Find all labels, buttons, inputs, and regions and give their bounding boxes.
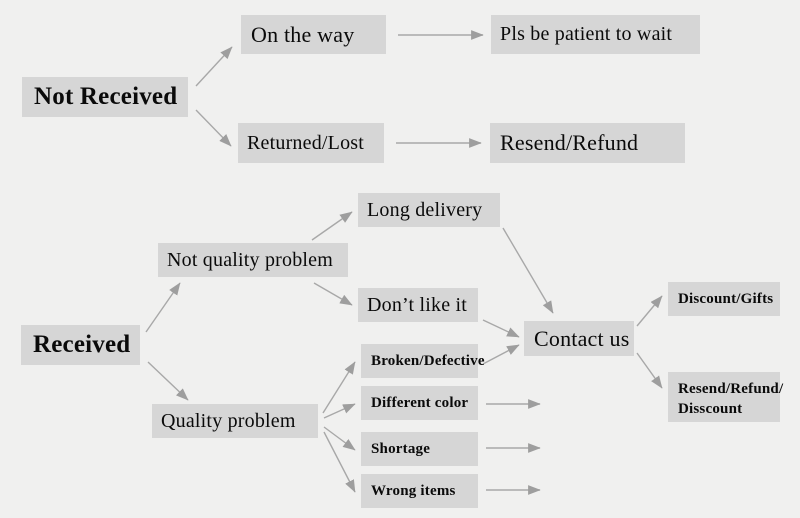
node-resend_refund[interactable]: Resend/Refund: [490, 123, 685, 163]
node-wrong_items[interactable]: Wrong items: [361, 474, 478, 508]
e-long-delivery-contact-arrow-icon: [502, 227, 554, 314]
node-contact_us[interactable]: Contact us: [524, 321, 634, 356]
node-returned_lost[interactable]: Returned/Lost: [238, 123, 384, 163]
e-quality-wrong-items-arrow-icon: [323, 431, 356, 493]
node-long_delivery[interactable]: Long delivery: [358, 193, 500, 227]
node-dont_like_it[interactable]: Don’t like it: [358, 288, 478, 322]
node-discount_gifts[interactable]: Discount/Gifts: [668, 282, 780, 316]
node-shortage[interactable]: Shortage: [361, 432, 478, 466]
node-received[interactable]: Received: [21, 325, 140, 365]
node-not_quality_problem[interactable]: Not quality problem: [158, 243, 348, 277]
node-broken_defective[interactable]: Broken/Defective: [361, 344, 485, 378]
e-broken-contact-arrow-icon: [482, 344, 520, 365]
e-not-quality-long-delivery-arrow-icon: [311, 211, 353, 241]
node-pls_be_patient[interactable]: Pls be patient to wait: [491, 15, 700, 54]
node-different_color[interactable]: Different color: [361, 386, 478, 420]
e-received-not-quality-arrow-icon: [145, 282, 181, 333]
e-dont-like-contact-arrow-icon: [482, 319, 520, 338]
e-contact-discount-gifts-arrow-icon: [636, 295, 663, 327]
e-quality-different-color-arrow-icon: [323, 403, 356, 419]
e-not-received-on-the-way-arrow-icon: [195, 46, 233, 87]
e-quality-shortage-arrow-icon: [323, 426, 356, 451]
e-not-quality-dont-like-arrow-icon: [313, 282, 353, 306]
e-received-quality-arrow-icon: [147, 361, 189, 401]
e-not-received-returned-lost-arrow-icon: [195, 109, 232, 147]
node-resend_refund_disscount[interactable]: Resend/Refund/ Disscount: [668, 372, 783, 422]
e-contact-resend-refund-disscount-arrow-icon: [636, 352, 663, 389]
node-quality_problem[interactable]: Quality problem: [152, 404, 318, 438]
node-on_the_way[interactable]: On the way: [241, 15, 386, 54]
e-quality-broken-arrow-icon: [322, 361, 356, 414]
node-not_received[interactable]: Not Received: [22, 77, 188, 117]
